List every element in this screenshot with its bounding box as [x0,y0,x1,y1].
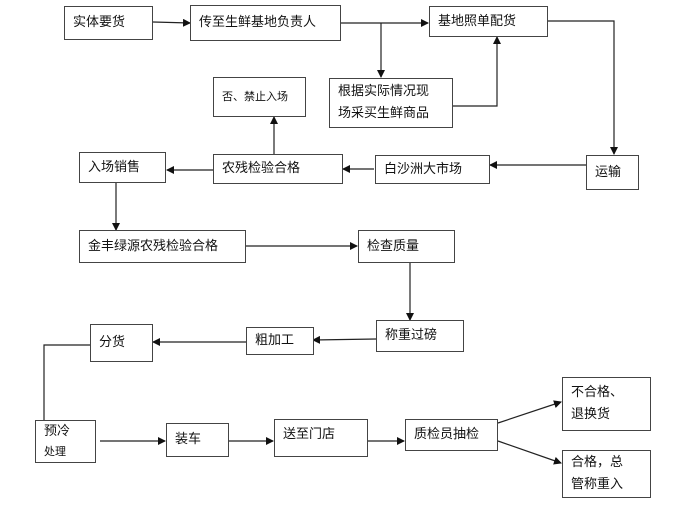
node-label-line1: 合格，总 [571,455,624,470]
node-label: 金丰绿源农残检验合格 [88,238,219,254]
node-label: 质检员抽检 [414,427,480,442]
node-deliver: 送至门店 [274,419,368,457]
arrow-inspector-pass [497,440,562,465]
node-label: 入场销售 [88,159,141,175]
node-base-pick: 基地照单配货 [429,6,548,37]
node-split: 分货 [90,324,153,362]
arrow-onsite-base [452,36,501,107]
node-label: 称重过磅 [385,328,438,343]
node-label-line2: 处理 [44,444,66,458]
node-enter-sale: 入场销售 [79,152,166,183]
node-order: 实体要货 [64,6,153,40]
node-label: 传至生鲜基地负责人 [199,15,317,30]
node-weigh: 称重过磅 [376,320,464,352]
node-label: 实体要货 [73,15,126,30]
node-label: 粗加工 [255,333,295,348]
node-forward: 传至生鲜基地负责人 [190,5,341,41]
arrow-weigh-rough [312,335,377,344]
node-label-line2: 管称重入 [571,477,624,492]
node-label: 送至门店 [283,427,336,442]
node-label-line2: 场采买生鲜商品 [338,106,430,121]
node-transport: 运输 [586,155,639,190]
node-label: 检查质量 [367,238,420,254]
node-label: 农残检验合格 [222,161,301,176]
node-fail: 不合格、 退换货 [562,377,651,431]
node-pesticide-check: 农残检验合格 [213,154,343,184]
node-label-line1: 预冷 [44,423,71,439]
arrow-base-transport [548,20,618,155]
node-load: 装车 [166,423,229,457]
node-label-line2: 退换货 [571,407,611,422]
node-label: 分货 [99,335,126,350]
arrow-order-forward [152,18,191,27]
node-pass: 合格，总 管称重入 [562,450,651,498]
node-market: 白沙洲大市场 [375,155,490,184]
node-onsite-buy: 根据实际情况现 场采买生鲜商品 [329,78,453,128]
node-label: 否、禁止入场 [222,90,288,103]
node-label-line1: 不合格、 [571,385,624,400]
line-split-precool [43,344,90,420]
node-quality-check: 检查质量 [358,230,455,263]
node-rough-process: 粗加工 [246,327,314,355]
arrow-inspector-fail [497,400,562,424]
node-jinfeng-check: 金丰绿源农残检验合格 [79,230,246,263]
node-label: 装车 [175,432,202,447]
node-inspector: 质检员抽检 [405,419,498,451]
node-label: 运输 [595,164,622,180]
node-label-line1: 根据实际情况现 [338,84,430,99]
node-label: 白沙洲大市场 [384,161,463,177]
node-reject: 否、禁止入场 [213,77,306,117]
node-precool: 预冷 处理 [35,420,96,463]
node-label: 基地照单配货 [438,13,517,29]
